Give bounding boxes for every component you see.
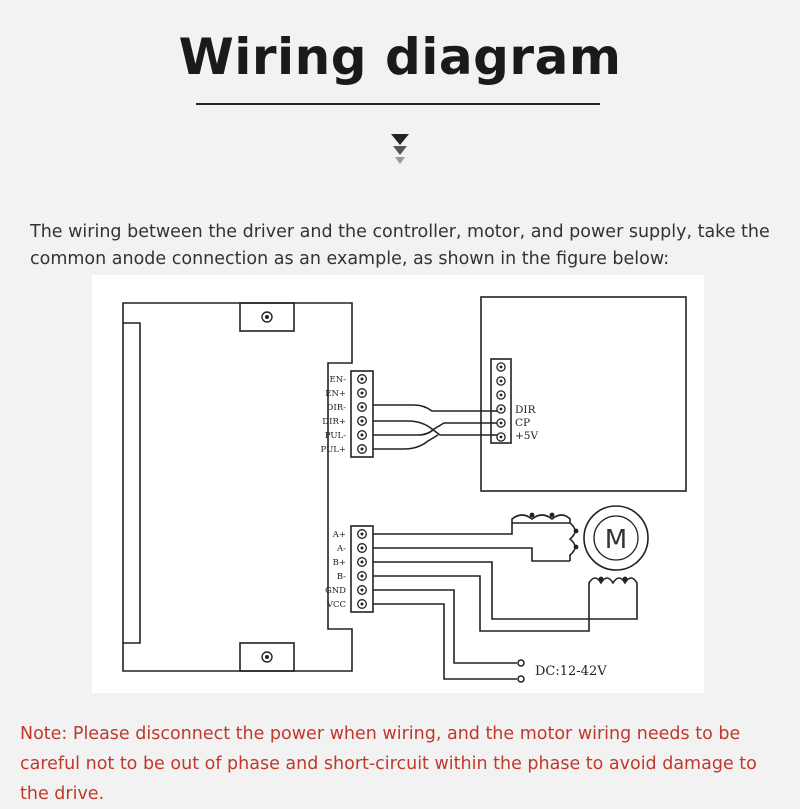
wire-gnd xyxy=(373,589,517,664)
driver-signal-label: DIR- xyxy=(327,403,347,413)
title-underline xyxy=(196,103,600,105)
wire-vcc xyxy=(373,603,517,680)
driver-power-terminal-block xyxy=(350,525,374,613)
wire-b-minus xyxy=(373,575,590,632)
wiring-diagram: EN- EN+ DIR- DIR+ PUL- PUL+ A+ A- B+ B- … xyxy=(122,296,687,683)
power-terminal xyxy=(517,675,525,683)
motor-symbol: M xyxy=(605,525,627,555)
driver-signal-label: PUL+ xyxy=(321,445,347,455)
wiring-figure: EN- EN+ DIR- DIR+ PUL- PUL+ A+ A- B+ B- … xyxy=(92,275,704,693)
wire-dir-plus xyxy=(373,420,490,436)
driver-power-label: A+ xyxy=(332,530,346,540)
screw-icon xyxy=(261,311,273,323)
driver-signal-label: PUL- xyxy=(325,431,346,441)
driver-signal-label: DIR+ xyxy=(322,417,346,427)
driver-signal-label: EN- xyxy=(329,375,346,385)
wire-a-plus xyxy=(373,522,570,535)
driver-power-label: B- xyxy=(337,572,346,582)
controller-terminal-label: CP xyxy=(515,417,530,429)
motor-coil-b xyxy=(588,577,638,591)
driver-mount-bottom xyxy=(239,642,295,672)
wire-b-plus xyxy=(373,561,638,620)
power-supply-label: DC:12-42V xyxy=(535,664,607,679)
controller-terminal-block xyxy=(490,358,512,444)
driver-signal-terminal-block xyxy=(350,370,374,458)
page-title: Wiring diagram xyxy=(178,28,622,86)
wire-pul-minus xyxy=(373,422,490,436)
motor-coil-a xyxy=(511,514,576,561)
power-terminal xyxy=(517,659,525,667)
screw-icon xyxy=(261,651,273,663)
wire-a-minus xyxy=(373,547,570,562)
wire-pul-plus xyxy=(373,434,439,450)
wire-dir-minus xyxy=(373,404,490,412)
driver-body xyxy=(122,302,353,672)
controller-terminal-label: +5V xyxy=(515,430,538,442)
motor-icon xyxy=(583,505,649,571)
driver-mount-top xyxy=(239,302,295,332)
driver-power-label: VCC xyxy=(326,600,346,610)
chevron-down-icon xyxy=(391,134,409,164)
driver-power-label: A- xyxy=(336,544,346,554)
driver-power-label: GND xyxy=(325,586,346,596)
controller-terminal-label: DIR xyxy=(515,404,537,416)
driver-signal-label: EN+ xyxy=(325,389,346,399)
warning-note: Note: Please disconnect the power when w… xyxy=(20,724,757,804)
driver-power-label: B+ xyxy=(333,558,346,568)
intro-text: The wiring between the driver and the co… xyxy=(30,222,770,269)
controller-box xyxy=(480,296,687,492)
